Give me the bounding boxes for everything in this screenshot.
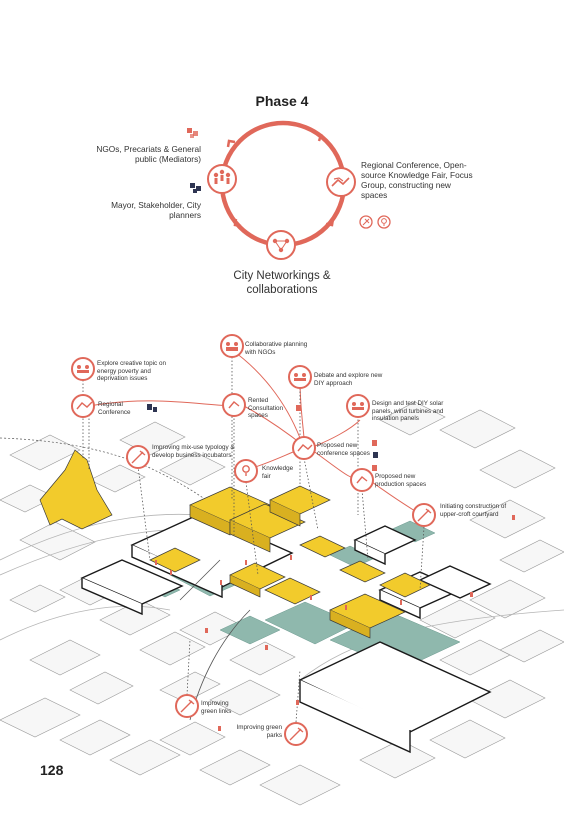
cycle-left-top-label: NGOs, Precariats & General public (Media… — [96, 144, 201, 164]
callout-ngos: Collaborative planning with NGOs — [245, 341, 308, 356]
people-group-icon — [207, 164, 237, 194]
arrow-icon — [314, 131, 323, 142]
production-spaces-icon — [350, 468, 374, 492]
callout-upper-croft: Initiating construction of upper-croft c… — [440, 503, 507, 518]
callout-rented: Rented Consultation spaces — [248, 397, 284, 419]
callout-debate: Debate and explore new DIY approach — [314, 372, 383, 387]
callout-explore: Explore creative topic on energy poverty… — [97, 360, 166, 382]
callout-conference-spaces: Proposed new conference spaces — [317, 442, 370, 457]
lightbulb-icon — [234, 459, 258, 483]
design-callout-icon — [346, 394, 370, 418]
people-navy-icon — [190, 183, 201, 193]
callout-green-parks: Improving green parks — [236, 724, 282, 739]
debate-callout-icon — [288, 365, 312, 389]
city-map — [0, 334, 564, 806]
handshake-icon — [326, 167, 356, 197]
conference-callout-icon — [71, 394, 95, 418]
network-icon — [266, 230, 296, 260]
people-red-icon — [187, 128, 198, 138]
callout-production: Proposed new production spaces — [375, 473, 427, 488]
callout-knowledge: Knowledge fair — [262, 465, 294, 480]
callout-regional: Regional Conference — [98, 401, 131, 416]
cycle-left-bottom-label: Mayor, Stakeholder, City planners — [111, 200, 201, 220]
rented-callout-icon — [222, 393, 246, 417]
cycle-bottom-label: City Networkings & collaborations — [233, 270, 331, 296]
page-number: 128 — [40, 762, 64, 778]
explore-callout-icon — [71, 357, 95, 381]
arrow-icon — [325, 218, 335, 227]
arrow-icon — [233, 218, 242, 228]
callout-mixuse: Improving mix-use typology & develop bus… — [152, 444, 235, 459]
cycle-right-label: Regional Conference, Open-source Knowled… — [361, 160, 473, 200]
callout-design: Design and test DIY solar panels, wind t… — [372, 400, 444, 422]
ngo-callout-icon — [220, 334, 244, 358]
phase-title: Phase 4 — [255, 93, 309, 109]
conference-spaces-icon — [292, 436, 316, 460]
callout-green-links: Improving green links — [201, 700, 232, 715]
pen-tool-icon — [359, 215, 373, 229]
arrow-icon — [226, 139, 236, 148]
lightbulb-icon — [377, 215, 391, 229]
cycle-ring — [219, 120, 347, 248]
